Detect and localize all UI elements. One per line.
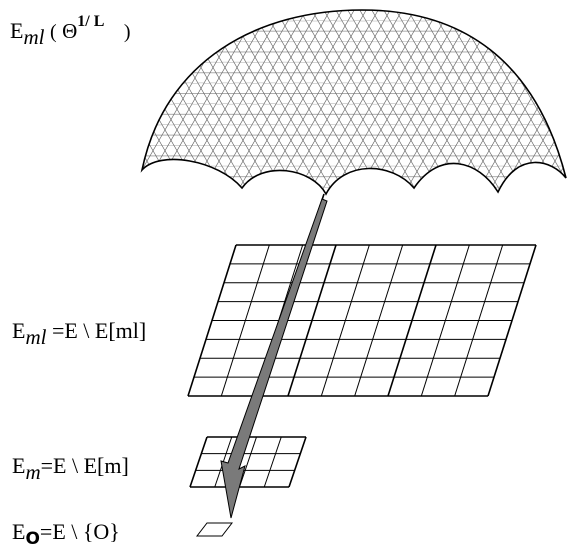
large-grid xyxy=(187,244,537,397)
large-grid-label: Eml =E \ E[ml] xyxy=(12,318,147,349)
umbrella-label: Eml ( Θ1/ L ) xyxy=(10,13,131,49)
grid-column-line xyxy=(288,436,307,488)
umbrella-canopy xyxy=(140,9,567,196)
grid-column-line xyxy=(239,436,257,488)
grid-column-line xyxy=(263,436,282,488)
small-grid-label: Em=E \ E[m] xyxy=(12,453,129,484)
grid-column-line xyxy=(189,436,208,488)
tiny-cell-label: EO=E \ {O} xyxy=(12,519,120,549)
downward-arrow xyxy=(220,198,328,519)
small-grid xyxy=(189,436,307,488)
tiny-cell xyxy=(195,522,234,537)
